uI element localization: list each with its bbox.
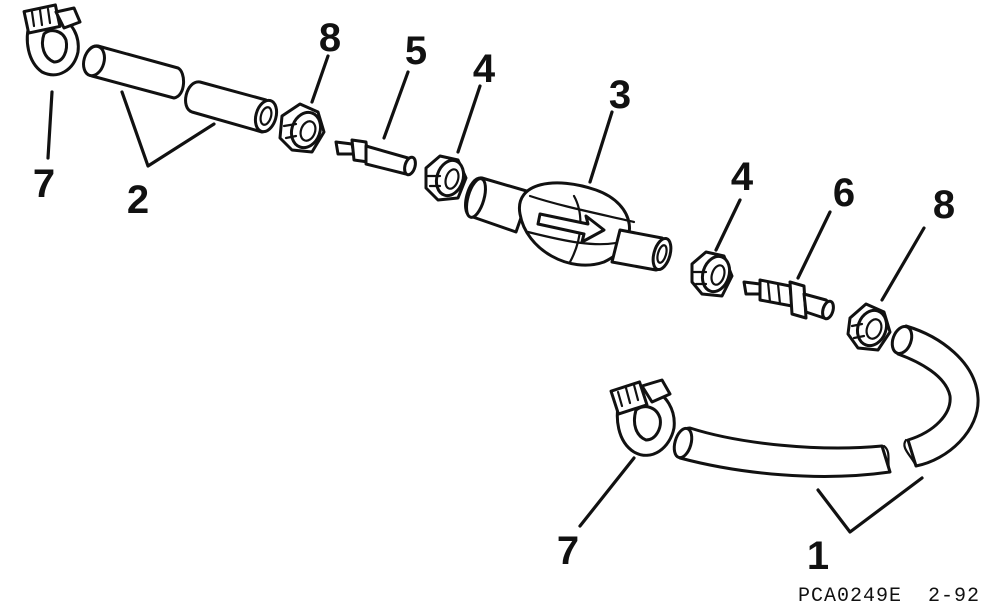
leader-8-top [310,54,330,104]
label-6: 6 [833,171,855,215]
leader-4-right [714,198,742,252]
outlet-fitting [742,278,835,321]
label-3: 3 [609,73,631,117]
label-8-top: 8 [319,16,341,60]
connector-nut-top [278,102,326,154]
leader-3 [588,110,614,184]
label-4-left: 4 [473,47,496,91]
connector-nut-right [846,302,892,352]
label-1: 1 [807,534,829,578]
leader-6 [796,210,832,280]
leader-2 [120,90,216,168]
label-2: 2 [127,178,149,222]
leader-8-right [880,226,926,302]
label-7-bottom: 7 [557,529,579,573]
label-5: 5 [405,29,427,73]
leader-5 [382,70,410,140]
hose-clamp-top [22,3,82,77]
leader-7-bottom [578,456,636,528]
primer-bulb [464,176,673,272]
inlet-fitting [334,138,417,177]
label-7-top: 7 [33,162,55,206]
leader-1 [816,476,924,534]
leader-lines [46,54,926,534]
callout-labels: 7 2 8 5 4 3 4 6 8 7 1 [33,16,955,578]
label-8-right: 8 [933,183,955,227]
short-hose-pair [82,44,279,134]
hose-clamp-bottom [609,378,676,457]
leader-4-left [456,84,482,154]
leader-7-top [46,90,54,160]
clamp-ring-right [690,250,734,298]
label-4-right: 4 [731,155,754,199]
long-fuel-hose [672,324,980,478]
figure-code: PCA0249E 2-92 [798,585,980,601]
clamp-ring-left [424,154,468,202]
